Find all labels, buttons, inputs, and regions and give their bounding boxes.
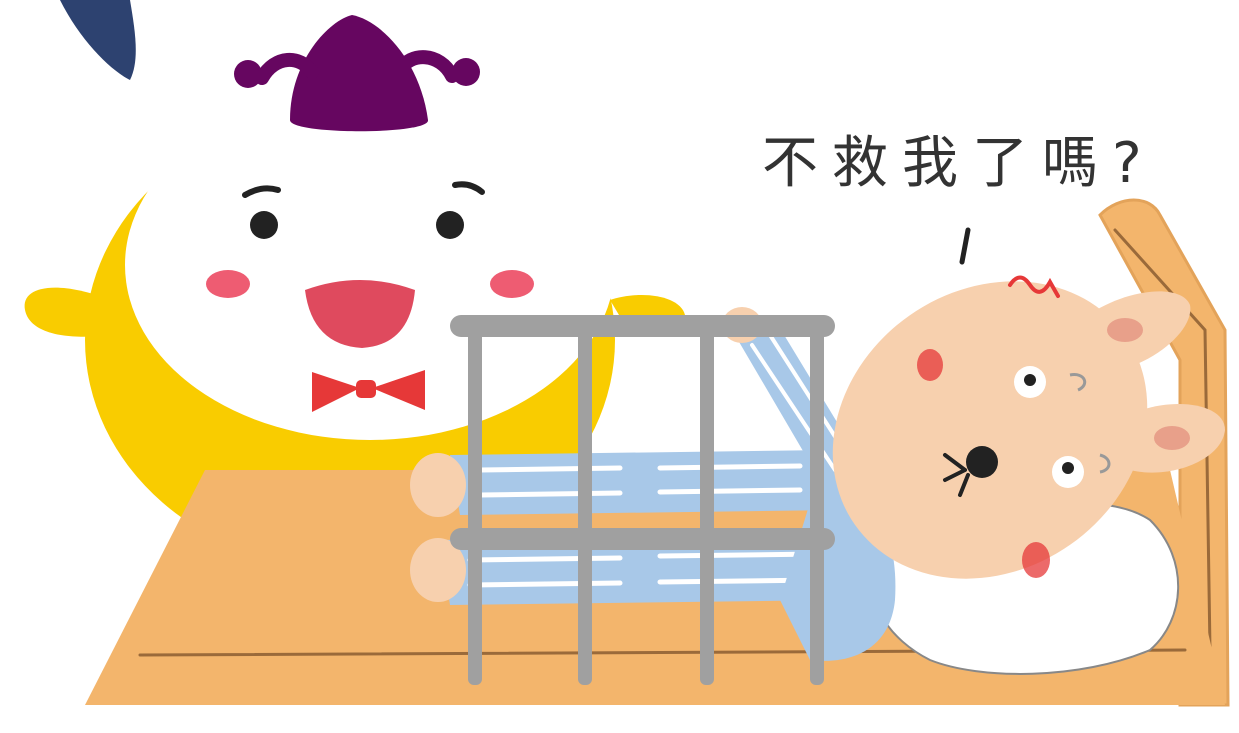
right-eyebrow [452,181,485,195]
speech-text: 不救我了嗎? [762,131,1156,196]
yellow-left-arm [24,287,110,337]
headboard-line [1113,228,1212,652]
right-cheek [490,270,534,298]
navy-corner-shape [60,0,136,80]
worry-mark [959,227,971,265]
bed-rail [450,315,835,685]
left-eyebrow [242,185,281,198]
bow-tie [312,370,425,412]
bunny-icon [832,281,1225,579]
white-face [125,90,615,440]
left-cheek [206,270,250,298]
mouth [305,280,415,348]
right-eye [436,211,464,239]
left-eye [250,211,278,239]
purple-hat [234,15,480,132]
squiggle-mark [1008,275,1060,298]
